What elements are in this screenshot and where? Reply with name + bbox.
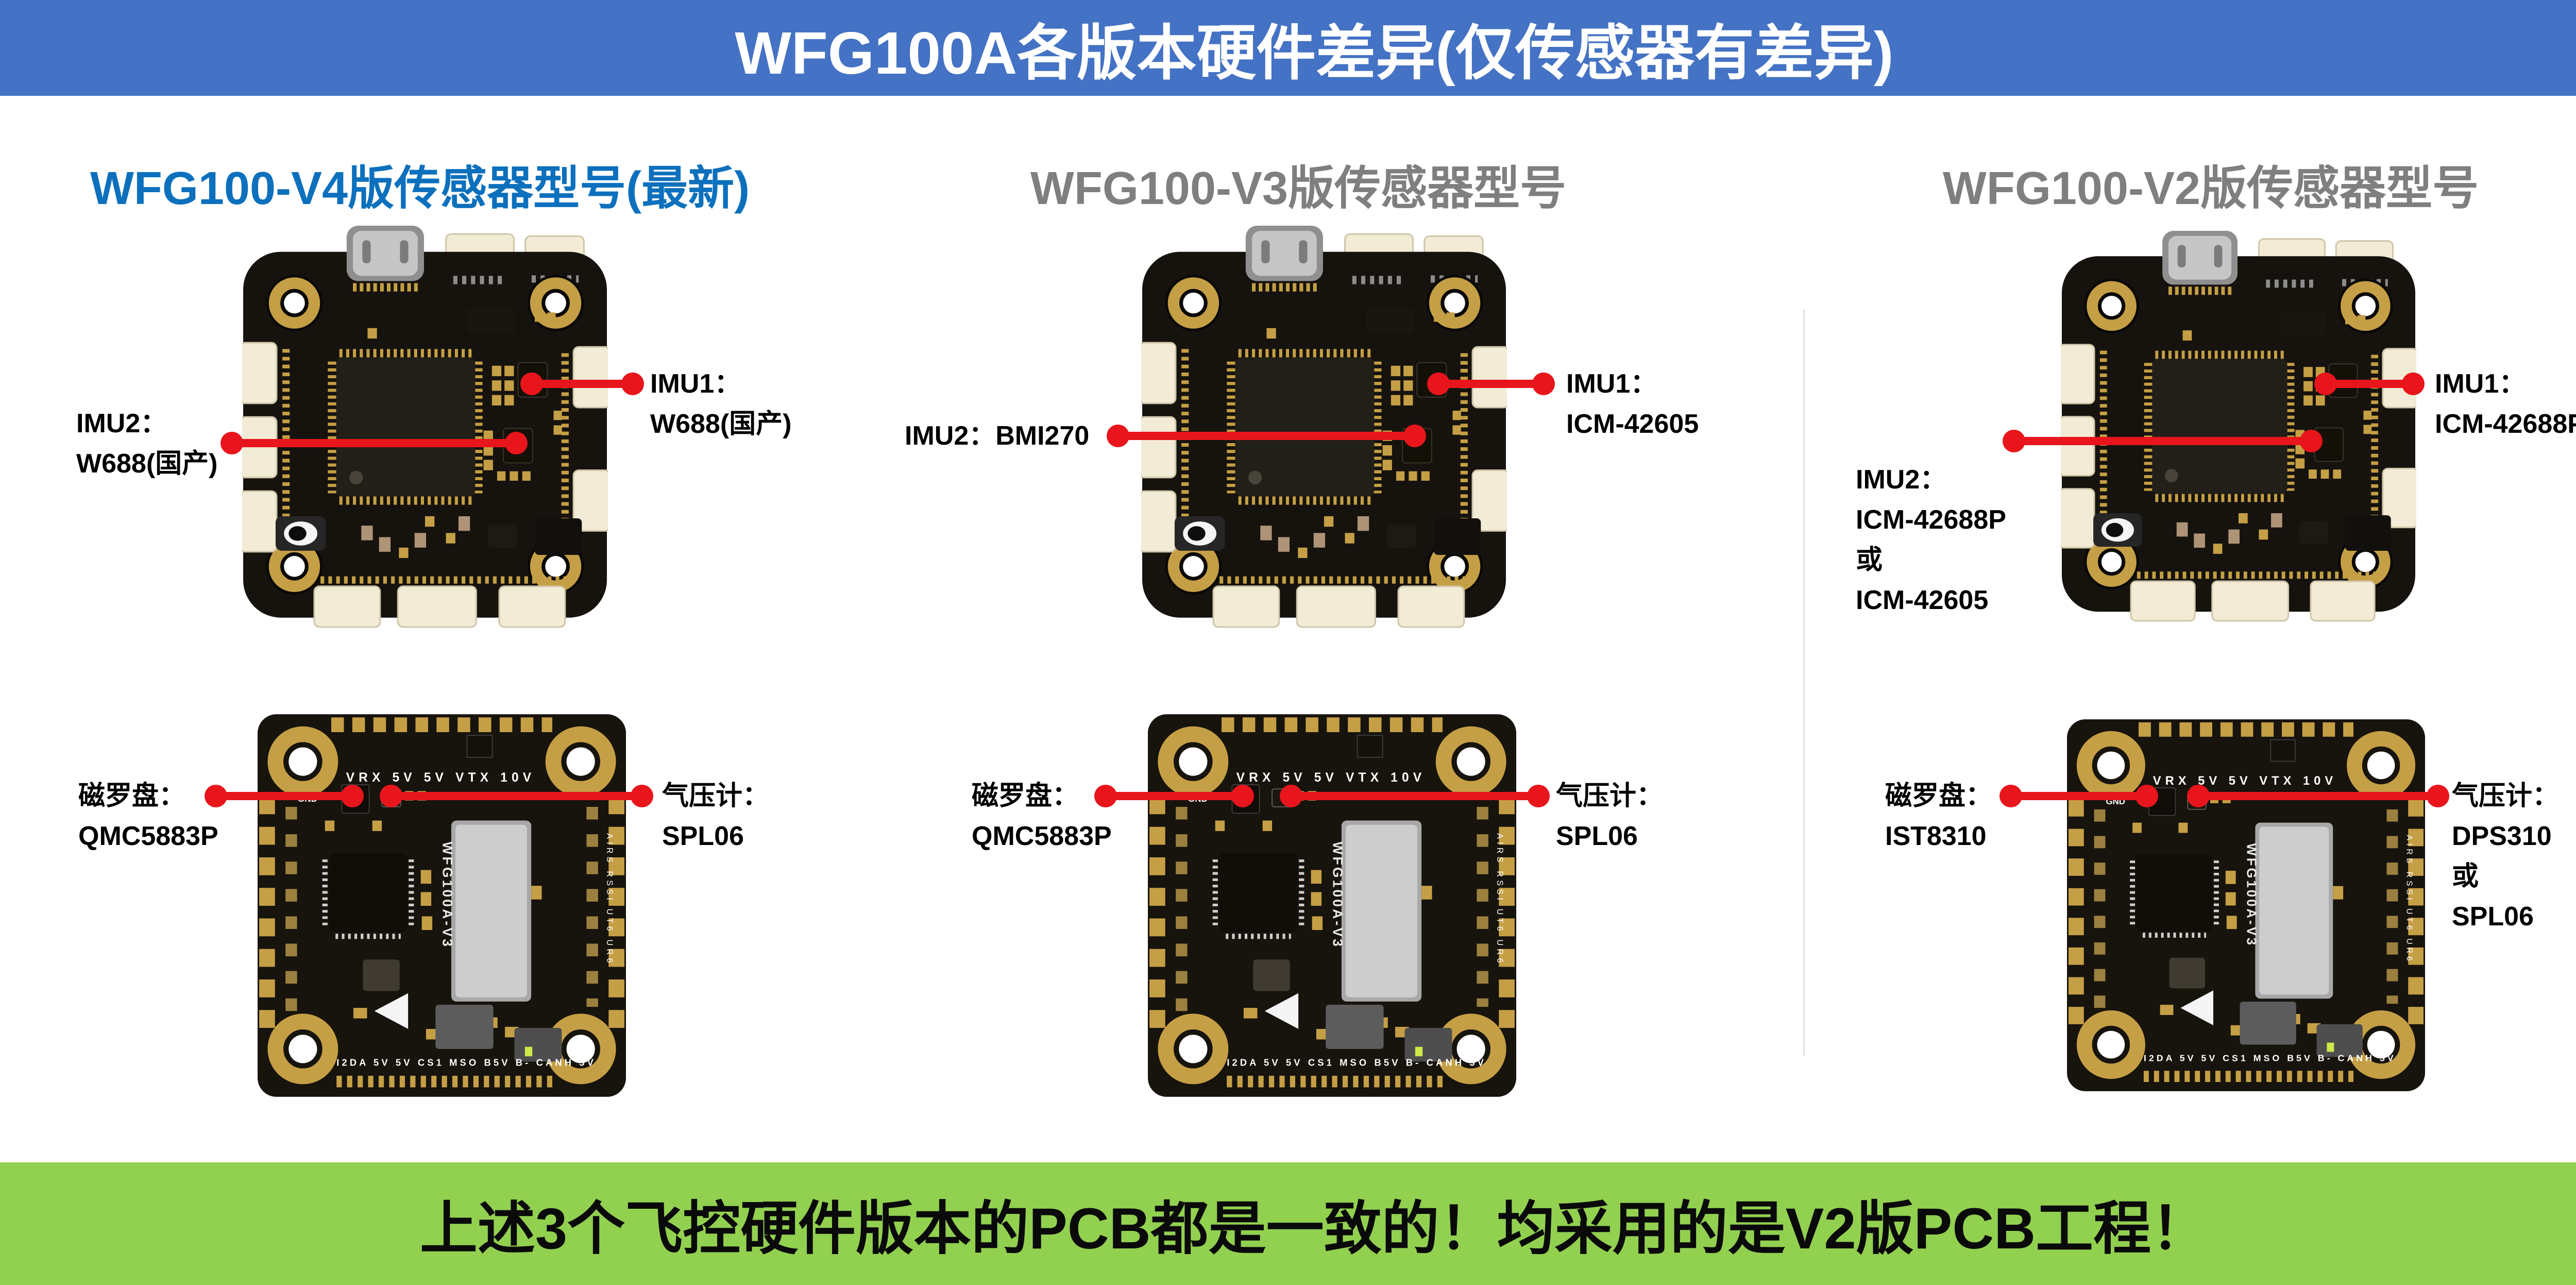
column-title-v3: WFG100-V3版传感器型号	[1030, 163, 1567, 214]
pcb-bottom-photo-v3	[1148, 712, 1516, 1099]
pcb-top-photo-v2	[2061, 231, 2416, 622]
label-v4-compass: 磁罗盘： QMC5883P	[78, 781, 218, 851]
callout-line-v2-baro	[2187, 785, 2449, 807]
callout-line-v4-baro	[380, 785, 653, 807]
callout-line-v3-imu2	[1107, 425, 1426, 447]
header-banner: WFG100A各版本硬件差异(仅传感器有差异)	[0, 0, 2576, 96]
callout-line-v2-imu2	[2003, 430, 2323, 452]
callout-line-v4-imu2	[221, 432, 528, 454]
pcb-bottom-photo-v2	[2067, 717, 2425, 1093]
footer-note: 上述3个飞控硬件版本的PCB都是一致的！均采用的是V2版PCB工程！	[419, 1196, 2209, 1261]
callout-line-v4-compass	[205, 785, 364, 807]
label-v2-imu2: IMU2： ICM-42688P 或 ICM-42605	[1856, 465, 2006, 615]
pcb-top-photo-v4	[242, 226, 608, 628]
callout-line-v3-compass	[1094, 785, 1254, 807]
label-v4-baro: 气压计： SPL06	[662, 781, 770, 851]
column-divider	[1803, 309, 1805, 1056]
label-v3-imu2: IMU2：BMI270	[905, 421, 1090, 451]
pcb-top-photo-v3	[1141, 226, 1507, 628]
footer-banner: 上述3个飞控硬件版本的PCB都是一致的！均采用的是V2版PCB工程！	[0, 1162, 2576, 1285]
label-v3-compass: 磁罗盘： QMC5883P	[972, 781, 1112, 851]
label-v2-baro: 气压计： DPS310 或 SPL06	[2452, 781, 2560, 932]
pcb-bottom-photo-v4	[258, 712, 626, 1099]
callout-line-v2-compass	[1999, 785, 2158, 807]
callout-line-v2-imu1	[2314, 373, 2425, 395]
column-title-v2: WFG100-V2版传感器型号	[1942, 163, 2479, 214]
label-v2-imu1: IMU1： ICM-42688P	[2435, 369, 2576, 439]
column-title-v4: WFG100-V4版传感器型号(最新)	[90, 163, 750, 214]
label-v4-imu1: IMU1： W688(国产)	[650, 369, 792, 439]
callout-line-v3-baro	[1280, 785, 1550, 807]
label-v3-imu1: IMU1： ICM-42605	[1566, 369, 1699, 439]
label-v4-imu2: IMU2： W688(国产)	[76, 409, 218, 479]
label-v2-compass: 磁罗盘： IST8310	[1885, 781, 1993, 851]
callout-line-v3-imu1	[1427, 373, 1555, 395]
callout-line-v4-imu1	[520, 373, 644, 395]
page-title: WFG100A各版本硬件差异(仅传感器有差异)	[735, 20, 1894, 87]
label-v3-baro: 气压计： SPL06	[1556, 781, 1664, 851]
